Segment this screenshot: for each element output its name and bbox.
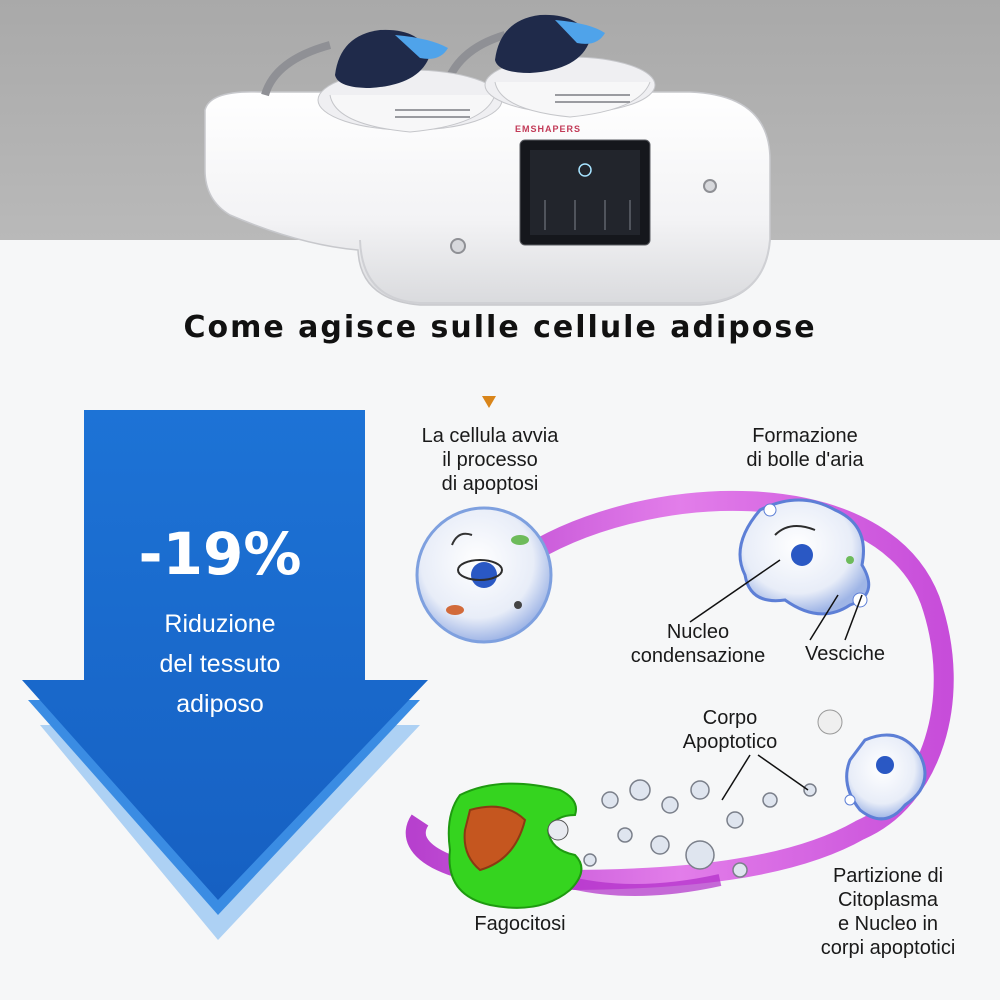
reduction-percent: -19% (138, 520, 302, 588)
reduction-arrow (22, 410, 428, 940)
label-nucleus-1: Nucleo (666, 621, 730, 643)
label-nucleus-2: condensazione (630, 645, 766, 667)
phagocyte (447, 782, 583, 909)
label-vesicles: Vesciche (804, 643, 886, 665)
cell-bubbles (738, 498, 871, 616)
reduction-line-2: del tessuto (159, 650, 281, 678)
cell-partition (817, 709, 927, 821)
cell-start (415, 506, 553, 644)
label-body-1: Corpo (702, 707, 758, 729)
label-nucleus: Nucleo condensazione (618, 620, 778, 668)
label-partition-1: Partizione di (832, 865, 944, 887)
label-bubbles: Formazione di bolle d'aria (730, 424, 880, 472)
label-partition-4: corpi apoptotici (820, 937, 956, 959)
page-title: Come agisce sulle cellule adipose (183, 310, 817, 345)
reduction-line-1: Riduzione (164, 610, 276, 638)
reduction-line-3: adiposo (176, 690, 264, 718)
label-partition: Partizione di Citoplasma e Nucleo in cor… (808, 864, 968, 960)
label-bubbles-2: di bolle d'aria (746, 449, 864, 471)
label-apoptotic-body: Corpo Apoptotico (660, 706, 800, 754)
brand-label: EMSHAPERS (515, 124, 582, 134)
label-apoptosis-start-1: La cellula avvia (421, 425, 559, 447)
apoptotic-bodies (583, 779, 817, 878)
label-phagocytosis: Fagocitosi (474, 913, 566, 935)
label-body-2: Apoptotico (682, 731, 778, 753)
label-apoptosis-start-2: il processo (442, 449, 538, 471)
label-apoptosis-start-3: di apoptosi (441, 473, 539, 495)
label-apoptosis-start: La cellula avvia il processo di apoptosi (400, 424, 580, 496)
label-partition-2: Citoplasma (837, 889, 939, 911)
label-partition-3: e Nucleo in (837, 913, 939, 935)
label-bubbles-1: Formazione (752, 425, 858, 447)
device-illustration (204, 14, 771, 306)
